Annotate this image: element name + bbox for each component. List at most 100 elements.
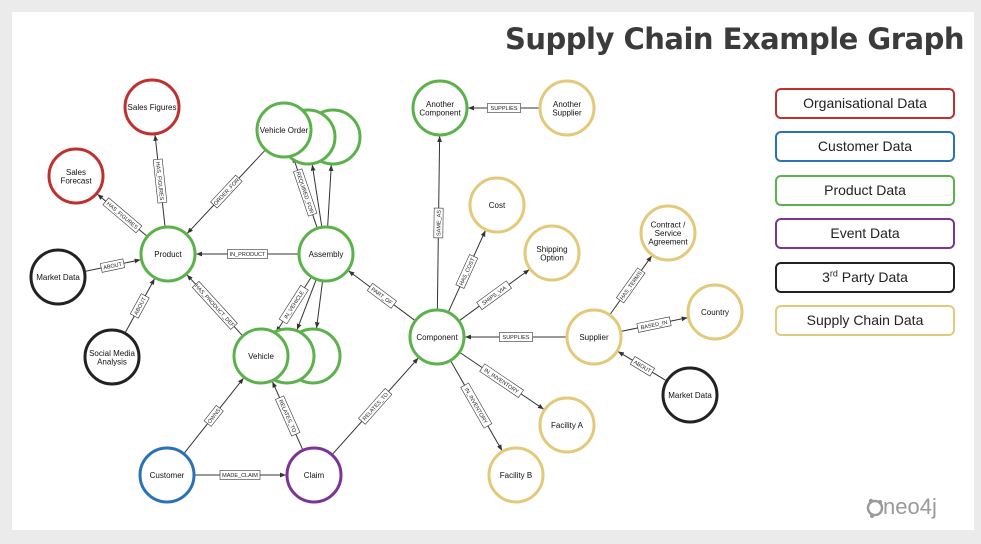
edge-label-supplier-contract: HAS_TERMS [616,267,646,304]
edge-assembly-vehicle_order_3 [327,164,334,228]
node-circle-shipping_option [523,224,581,282]
edge-label-component-assembly: PART_OF [366,282,397,309]
node-label-cost: Cost [489,201,506,210]
node-label-another_supplier: Another [553,100,581,109]
edge-label-customer-claim: MADE_CLAIM [219,470,261,480]
node-circle-supplier [565,308,623,366]
edge-label-box [99,258,126,273]
edge-label-product-sales_forecast: HAS_FIGURES [102,197,143,234]
node-label-another_component: Another [426,100,454,109]
node-label-contract: Service [655,229,682,238]
edge-label-text: SUPPLIES [491,106,518,112]
node-circle-another_component [411,79,469,137]
edge-label-text: HAS_TERMS [619,270,644,301]
edge-assembly-vehicle_order_2 [310,164,323,228]
node-circle-sales_figures [123,78,181,136]
edge-label-box [129,293,150,319]
node-circle-claim [285,446,343,504]
edge-label-assembly-vehicle: IN_VEHICLE [278,284,309,325]
node-label-market_data_right: Market Data [668,391,712,400]
node-circle-market_data_left [29,248,87,306]
edge-label-text: MADE_CLAIM [222,473,258,479]
node-label-sales_figures: Sales Figures [128,103,177,112]
legend-item-third-party: 3rd Party Data [775,262,955,293]
edge-label-box [102,197,143,234]
edge-label-text: HAS_FIGURES [154,161,164,201]
edge-label-box [629,356,656,377]
edge-label-text: IN_INVENTORY [483,368,520,396]
edge-label-text: ABOUT [103,262,123,272]
edge-label-supplier-component: SUPPLIES [499,332,533,342]
node-circle-sales_forecast [47,147,105,205]
node-label-sales_forecast: Sales [66,168,86,177]
node-label-another_supplier: Supplier [552,108,582,117]
legend-item-product: Product Data [775,175,955,206]
edge-assembly-vehicle_2 [296,279,317,331]
node-label-contract: Agreement [648,238,688,247]
edge-label-box [479,363,524,398]
edge-label-text: HAS_FIGURES [105,201,139,231]
node-label-contract: Contract / [651,221,686,230]
node-circle-cost [468,176,526,234]
legend-third-party-suffix: Party Data [837,269,908,285]
node-circle-facility_a [538,396,596,454]
node-label-facility_b: Facility B [500,471,532,480]
legend-third-party-sup: rd [829,268,838,279]
edge-label-box [636,316,672,333]
edge-label-assembly-product: IN_PRODUCT [227,249,268,259]
edge-label-box [366,282,397,309]
edge-label-box [499,332,533,342]
node-circle-market_data_right [661,366,719,424]
edge-label-box [476,280,512,311]
edge-label-box [219,470,261,480]
node-label-country: Country [701,308,729,317]
legend-item-organisational: Organisational Data [775,88,955,119]
edge-label-text: SUPPLIES [503,335,530,341]
edge-label-assembly-vehicle_order: REQUIRED_FOR [293,168,318,217]
node-label-claim: Claim [304,471,325,480]
edge-label-supplier-country: BASED_IN [636,316,672,333]
node-label-facility_a: Facility A [551,421,584,430]
edge-label-box [358,388,393,425]
node-circle-contract [639,204,697,262]
edge-label-component-another_component: SAME_AS [433,207,444,239]
node-circle-facility_b [487,446,545,504]
edge-label-text: IN_PRODUCT [230,252,266,258]
edge-label-claim-component: RELATES_TO [358,388,393,425]
node-label-social_media: Analysis [97,357,127,366]
node-label-sales_forecast: Forecast [60,176,92,185]
node-label-customer: Customer [150,471,185,480]
neo4j-logo-text: neo4j [883,494,937,519]
node-circle-product [139,225,197,283]
node-label-market_data_left: Market Data [36,273,80,282]
node-label-social_media: Social Media [89,349,135,358]
edge-label-box [203,404,224,427]
neo4j-logo-icon [866,498,884,518]
node-circle-another_supplier [538,79,596,137]
legend-item-event: Event Data [775,218,955,249]
node-circle-social_media [83,328,141,386]
node-label-assembly: Assembly [309,250,344,259]
edge-label-vehicle-product: HAS_PRODUCT_DEF [191,280,238,330]
edge-label-text: HAS_PRODUCT_DEF [193,283,235,329]
node-circle-vehicle [232,327,290,385]
edge-assembly-vehicle_3 [314,280,324,329]
edge-label-market_data_right-supplier: ABOUT [629,356,656,377]
edge-label-component-cost: HAS_COST [455,254,479,289]
node-label-shipping_option: Option [540,253,564,262]
node-circle-country [686,283,744,341]
edge-label-box [275,395,301,437]
edge-label-component-facility_b: IN_INVENTORY [460,382,493,429]
edge-label-product-sales_figures: HAS_FIGURES [152,158,168,204]
edge-label-market_data_left-product: ABOUT [99,258,126,273]
legend-third-party-prefix: 3 [822,269,830,285]
edge-label-vehicle_order-product: ORDER_FOR [210,174,243,209]
edge-label-component-shipping_option: SHIPS_VIA [476,280,512,311]
edge-label-social_media-product: ABOUT [129,293,150,319]
edge-label-box [278,284,309,325]
edge-label-text: RELATES_TO [362,391,390,422]
node-circle-vehicle_order [255,101,313,159]
edge-label-box [487,103,521,113]
node-label-vehicle_order: Vehicle Order [260,126,309,135]
edge-label-box [433,207,444,239]
